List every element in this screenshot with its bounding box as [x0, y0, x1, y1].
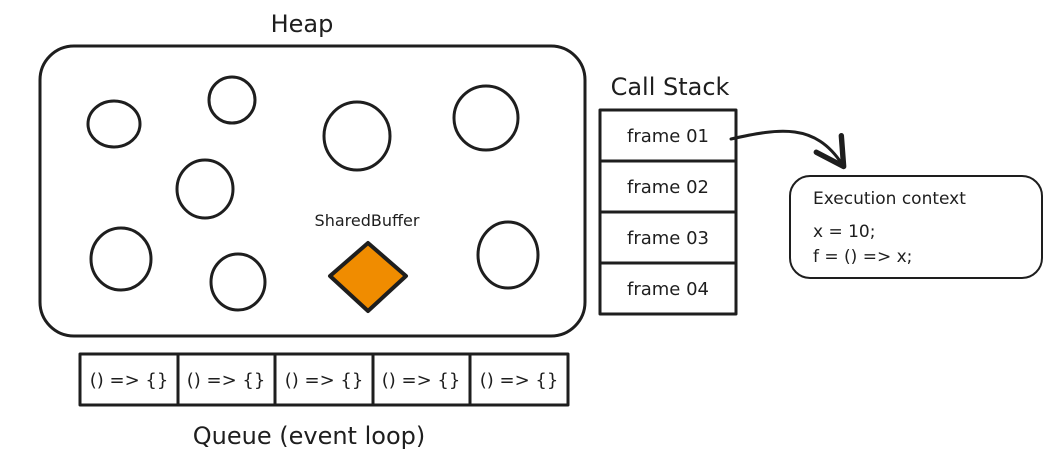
- heap-object-circle: [209, 252, 267, 312]
- heap-object-circle: [207, 75, 257, 125]
- frame-label: frame 02: [627, 177, 709, 198]
- queue-container: [78, 352, 570, 407]
- queue-item: () => {}: [90, 370, 169, 391]
- queue-item: () => {}: [382, 370, 461, 391]
- heap-object-circle: [452, 84, 520, 152]
- execution-context-box: [789, 175, 1043, 279]
- call-stack-frame: [598, 261, 738, 316]
- heap-object-circle: [86, 99, 142, 149]
- queue-item: () => {}: [187, 370, 266, 391]
- frame-label: frame 01: [627, 126, 709, 147]
- heap-container: [38, 44, 587, 338]
- heap-title: Heap: [271, 10, 334, 38]
- shared-buffer-label: SharedBuffer: [315, 211, 420, 230]
- call-stack-group: Call Stack frame 01 frame 02 frame 03 fr…: [598, 73, 738, 316]
- heap-object-circle: [476, 220, 540, 290]
- heap-object-circle: [175, 158, 235, 220]
- frame-to-context-arrow: [729, 129, 847, 170]
- queue-item: () => {}: [285, 370, 364, 391]
- frame-label: frame 03: [627, 228, 709, 249]
- queue-item: () => {}: [480, 370, 559, 391]
- queue-title: Queue (event loop): [193, 422, 425, 450]
- heap-group: Heap SharedBuffer: [38, 10, 587, 338]
- execution-context-group: Execution context x = 10; f = () => x;: [789, 175, 1043, 279]
- shared-buffer-diamond: [328, 241, 408, 313]
- execution-context-line: x = 10;: [813, 222, 875, 242]
- call-stack-title: Call Stack: [611, 73, 730, 101]
- heap-object-circle: [89, 226, 153, 292]
- heap-object-circle: [322, 100, 392, 172]
- queue-group: () => {} () => {} () => {} () => {} () =…: [78, 352, 570, 450]
- execution-context-line: f = () => x;: [813, 247, 912, 267]
- execution-context-title: Execution context: [813, 189, 966, 209]
- frame-label: frame 04: [627, 279, 709, 300]
